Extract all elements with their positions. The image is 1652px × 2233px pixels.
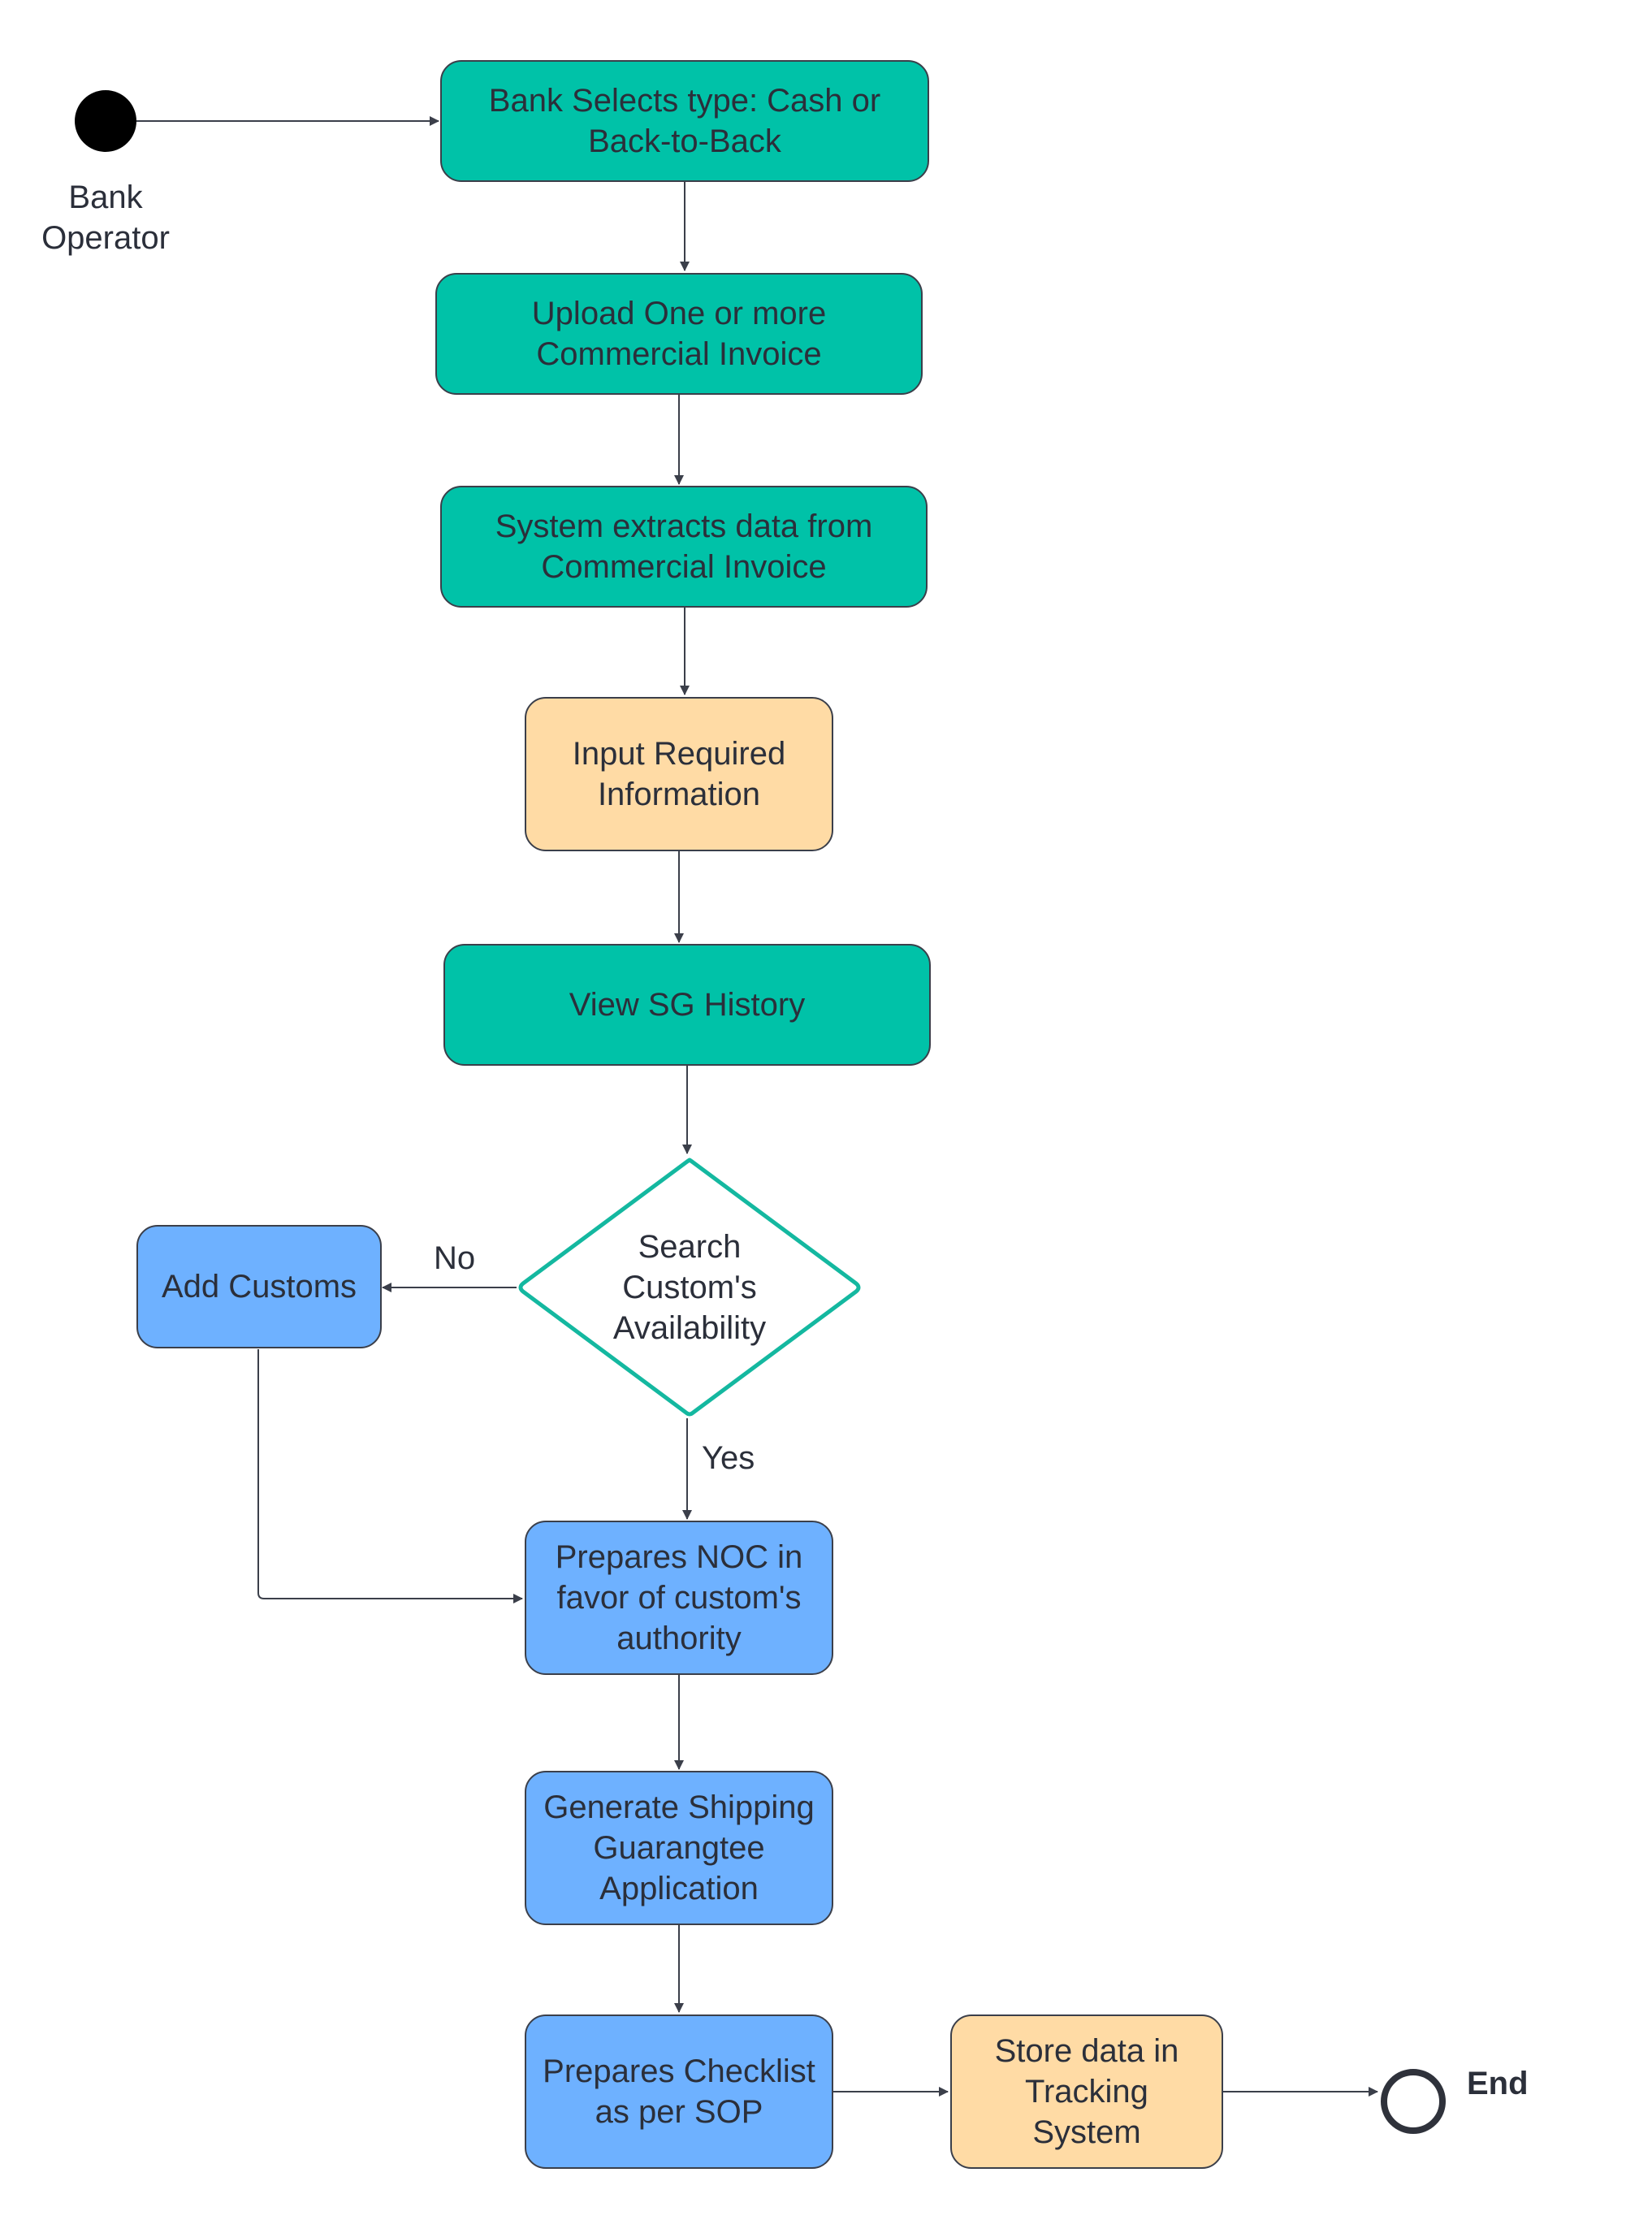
end-label: End: [1467, 2066, 1529, 2101]
node-extract-data: System extracts data from Commercial Inv…: [440, 486, 928, 608]
node-extract-data-label: System extracts data from Commercial Inv…: [495, 508, 873, 585]
node-upload-invoice: Upload One or more Commercial Invoice: [435, 273, 923, 395]
node-select-type-label: Bank Selects type: Cash or Back-to-Back: [488, 83, 881, 159]
node-view-history-label: View SG History: [569, 987, 806, 1023]
node-prepare-noc-label: Prepares NOC in favor of custom's author…: [555, 1539, 803, 1656]
branch-no-label: No: [434, 1240, 476, 1276]
node-upload-invoice-label: Upload One or more Commercial Invoice: [531, 296, 827, 372]
node-input-info-label: Input Required Information: [572, 736, 786, 812]
decision-search-customs-label: Search Custom's Availability: [612, 1229, 767, 1346]
branch-yes-label: Yes: [702, 1440, 755, 1476]
decision-search-customs: [518, 1158, 861, 1417]
node-prepare-checklist-label: Prepares Checklist as per SOP: [543, 2053, 815, 2130]
node-add-customs-label: Add Customs: [161, 1269, 357, 1305]
node-select-type: Bank Selects type: Cash or Back-to-Back: [440, 60, 929, 182]
node-store-data-label: Store data in Tracking System: [994, 2033, 1179, 2150]
node-add-customs: Add Customs: [136, 1225, 382, 1348]
start-label: Bank Operator: [41, 180, 170, 256]
start-node: [75, 90, 136, 152]
node-generate-application-label: Generate Shipping Guarangtee Application: [543, 1789, 815, 1906]
node-view-history: View SG History: [443, 944, 931, 1066]
node-input-info: Input Required Information: [525, 697, 833, 851]
arrow-add-customs-to-noc: [257, 1349, 523, 1603]
end-node: [1381, 2069, 1446, 2134]
node-prepare-noc: Prepares NOC in favor of custom's author…: [525, 1521, 833, 1675]
node-generate-application: Generate Shipping Guarangtee Application: [525, 1771, 833, 1925]
node-store-data: Store data in Tracking System: [950, 2014, 1223, 2169]
node-prepare-checklist: Prepares Checklist as per SOP: [525, 2014, 833, 2169]
